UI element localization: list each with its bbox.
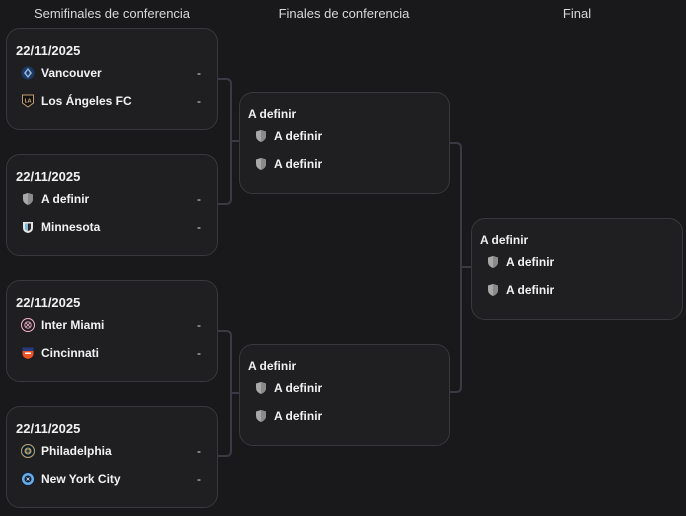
team-name: A definir — [274, 381, 323, 395]
round-title-final: Final — [562, 6, 592, 21]
placeholder-shield-icon — [254, 157, 268, 171]
vancouver-crest-icon — [21, 66, 35, 80]
team-score: - — [197, 220, 201, 234]
semifinal-match-2[interactable]: 22/11/2025 A definir - Minnesota - — [6, 154, 218, 256]
team-name: A definir — [506, 283, 555, 297]
minnesota-crest-icon — [21, 220, 35, 234]
semifinal-match-3[interactable]: 22/11/2025 Inter Miami - Cincinnati - — [6, 280, 218, 382]
nycfc-crest-icon — [21, 472, 35, 486]
team-row-inter-miami[interactable]: Inter Miami - — [21, 316, 201, 334]
team-row-cincinnati[interactable]: Cincinnati - — [21, 344, 201, 362]
team-name: New York City — [41, 472, 121, 486]
team-score: - — [197, 192, 201, 206]
team-score: - — [197, 66, 201, 80]
match-date: 22/11/2025 — [16, 295, 81, 310]
team-name: Philadelphia — [41, 444, 112, 458]
team-name: Los Ángeles FC — [41, 94, 132, 108]
match-label: A definir — [480, 233, 529, 247]
placeholder-shield-icon — [254, 381, 268, 395]
team-row-tbd[interactable]: A definir — [254, 407, 433, 425]
placeholder-shield-icon — [486, 283, 500, 297]
team-row-tbd[interactable]: A definir — [254, 155, 433, 173]
match-date: 22/11/2025 — [16, 421, 81, 436]
team-score: - — [197, 444, 201, 458]
team-score: - — [197, 472, 201, 486]
semifinal-match-4[interactable]: 22/11/2025 Philadelphia - New York City … — [6, 406, 218, 508]
svg-text:LA: LA — [24, 99, 31, 105]
team-score: - — [197, 94, 201, 108]
team-name: A definir — [41, 192, 90, 206]
team-score: - — [197, 346, 201, 360]
team-row-minnesota[interactable]: Minnesota - — [21, 218, 201, 236]
team-row-tbd[interactable]: A definir — [254, 379, 433, 397]
team-score: - — [197, 318, 201, 332]
cincinnati-crest-icon — [21, 346, 35, 360]
team-name: A definir — [274, 129, 323, 143]
conference-final-match-2[interactable]: A definir A definir A definir — [239, 344, 450, 446]
lafc-crest-icon: LA — [21, 94, 35, 108]
match-date: 22/11/2025 — [16, 169, 81, 184]
team-row-tbd[interactable]: A definir — [254, 127, 433, 145]
placeholder-shield-icon — [21, 192, 35, 206]
team-row-vancouver[interactable]: Vancouver - — [21, 64, 201, 82]
team-name: Vancouver — [41, 66, 102, 80]
team-row-lafc[interactable]: LA Los Ángeles FC - — [21, 92, 201, 110]
semifinal-match-1[interactable]: 22/11/2025 Vancouver - LA Los Ángeles FC… — [6, 28, 218, 130]
placeholder-shield-icon — [486, 255, 500, 269]
placeholder-shield-icon — [254, 409, 268, 423]
conference-final-match-1[interactable]: A definir A definir A definir — [239, 92, 450, 194]
match-date: 22/11/2025 — [16, 43, 81, 58]
team-row-tbd[interactable]: A definir — [486, 253, 666, 271]
philadelphia-crest-icon — [21, 444, 35, 458]
round-title-conference-finals: Finales de conferencia — [278, 6, 410, 21]
team-name: A definir — [506, 255, 555, 269]
team-name: Minnesota — [41, 220, 101, 234]
team-row-tbd[interactable]: A definir - — [21, 190, 201, 208]
team-row-nycfc[interactable]: New York City - — [21, 470, 201, 488]
team-name: Cincinnati — [41, 346, 100, 360]
match-label: A definir — [248, 359, 297, 373]
round-title-semifinals: Semifinales de conferencia — [33, 6, 191, 21]
team-name: Inter Miami — [41, 318, 105, 332]
team-row-tbd[interactable]: A definir — [486, 281, 666, 299]
final-match[interactable]: A definir A definir A definir — [471, 218, 683, 320]
match-label: A definir — [248, 107, 297, 121]
team-name: A definir — [274, 409, 323, 423]
inter-miami-crest-icon — [21, 318, 35, 332]
team-name: A definir — [274, 157, 323, 171]
team-row-philadelphia[interactable]: Philadelphia - — [21, 442, 201, 460]
placeholder-shield-icon — [254, 129, 268, 143]
